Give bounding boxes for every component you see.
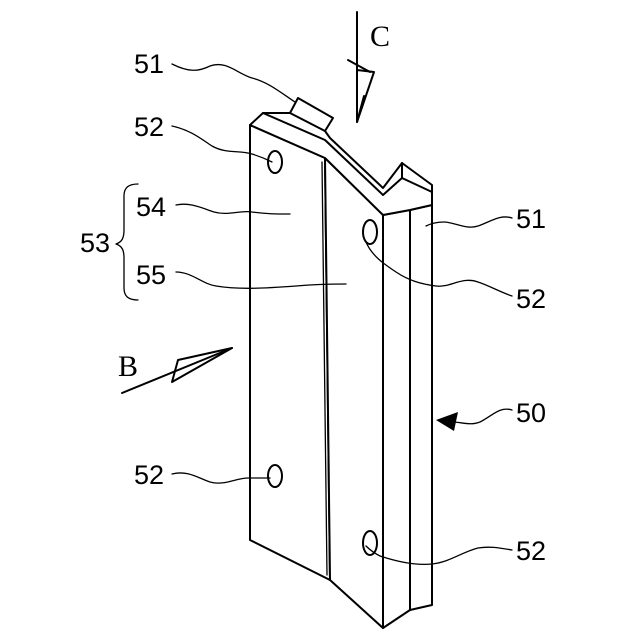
view-marker-b xyxy=(122,348,232,393)
label-54: 54 xyxy=(136,192,166,222)
leader-51-top xyxy=(172,64,295,102)
leader-51-right xyxy=(426,217,512,227)
face-54 xyxy=(250,125,330,580)
view-c-arrow-shaft xyxy=(357,96,364,122)
label-52-bottom-right: 52 xyxy=(516,536,546,566)
label-55: 55 xyxy=(136,260,166,290)
label-51-top: 51 xyxy=(134,49,164,79)
arrowhead-50 xyxy=(436,412,458,431)
part-body xyxy=(250,98,432,628)
rail-front-face xyxy=(410,205,432,610)
label-50: 50 xyxy=(516,398,546,428)
label-52-bottom-left: 52 xyxy=(134,460,164,490)
label-53: 53 xyxy=(80,228,110,258)
view-b-letter: B xyxy=(118,350,138,383)
brace-53 xyxy=(116,184,138,300)
label-51-right: 51 xyxy=(516,204,546,234)
face-55 xyxy=(325,158,383,628)
leader-50 xyxy=(452,409,512,424)
label-52-top-left: 52 xyxy=(134,112,164,142)
label-52-right-upper: 52 xyxy=(516,284,546,314)
view-c-letter: C xyxy=(370,20,390,53)
view-b-arrow xyxy=(172,348,232,382)
view-b-line xyxy=(122,348,232,393)
